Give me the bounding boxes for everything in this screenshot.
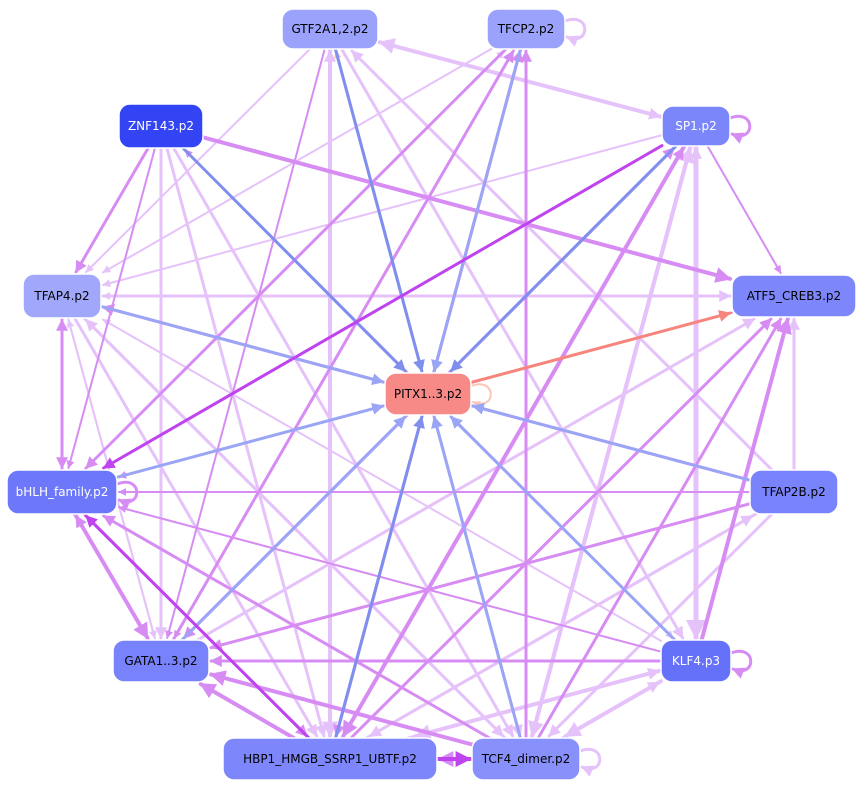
edge-klf4-to-tfap4: [102, 318, 662, 642]
node-label: SP1.p2: [675, 119, 717, 133]
node-pitx1[interactable]: PITX1..3.p2: [384, 372, 472, 416]
node-box: [118, 103, 204, 149]
node-label: ZNF143.p2: [128, 119, 194, 133]
node-atf5[interactable]: ATF5_CREB3.p2: [731, 274, 857, 318]
edge-tcf4-to-atf5: [536, 317, 783, 740]
edge-znf143-to-tcf4: [172, 146, 515, 738]
edge-hbp1-to-sp1: [340, 146, 685, 740]
node-tcf4[interactable]: TCF4_dimer.p2: [471, 737, 581, 781]
edges-layer: [56, 17, 800, 777]
node-box: [660, 639, 732, 683]
edge-pitx1-to-pitx1: [470, 383, 492, 409]
node-tfcp2[interactable]: TFCP2.p2: [486, 8, 566, 50]
node-tfap2b[interactable]: TFAP2B.p2: [749, 469, 839, 515]
node-box: [661, 105, 731, 147]
node-box: [222, 737, 438, 781]
edge-sp1-to-atf5: [706, 145, 782, 274]
edge-znf143-to-pitx1: [181, 146, 407, 373]
node-box: [112, 639, 210, 683]
node-label: GTF2A1,2.p2: [291, 22, 368, 36]
node-box: [22, 273, 102, 319]
edge-sp1-to-sp1: [728, 114, 752, 144]
edge-hbp1-to-klf4: [406, 667, 661, 740]
node-label: HBP1_HMGB_SSRP1_UBTF.p2: [243, 752, 417, 766]
edge-hbp1-to-bhlh: [84, 514, 311, 740]
edge-hbp1-to-gata1: [198, 682, 296, 740]
node-label: GATA1..3.p2: [124, 654, 197, 668]
node-box: [281, 8, 379, 50]
node-gata1[interactable]: GATA1..3.p2: [112, 639, 210, 683]
edge-gata1-to-tfcp2: [171, 49, 515, 642]
node-box: [486, 8, 566, 50]
node-bhlh[interactable]: bHLH_family.p2: [6, 469, 118, 515]
node-klf4[interactable]: KLF4.p3: [660, 639, 732, 683]
edge-klf4-to-pitx1: [449, 415, 677, 642]
edge-gata1-to-pitx1: [180, 415, 407, 642]
node-label: TFAP4.p2: [33, 289, 89, 303]
node-label: TCF4_dimer.p2: [481, 752, 570, 766]
edge-gata1-to-atf5: [195, 317, 756, 642]
node-box: [471, 737, 581, 781]
edge-pitx1-to-atf5: [469, 310, 732, 384]
edge-sp1-to-tfap4: [102, 134, 663, 287]
edge-bhlh-to-pitx1: [115, 403, 385, 479]
node-znf143[interactable]: ZNF143.p2: [118, 103, 204, 149]
edge-tcf4-to-pitx1: [431, 415, 522, 740]
node-label: TFAP2B.p2: [761, 485, 826, 499]
edge-gtf2a1-to-pitx1: [333, 47, 425, 373]
edge-tcf4-to-klf4: [560, 680, 661, 740]
edge-tfap4-to-pitx1: [99, 304, 385, 385]
edge-sp1-to-gtf2a1: [378, 38, 664, 119]
node-box: [731, 274, 857, 318]
edge-tfap2b-to-pitx1: [471, 402, 752, 482]
edge-gtf2a1-to-gata1: [165, 48, 326, 639]
edge-klf4-to-klf4: [729, 649, 753, 679]
edge-tcf4-to-bhlh: [102, 514, 491, 740]
node-label: TFCP2.p2: [497, 22, 555, 36]
edge-sp1-to-pitx1: [449, 144, 678, 373]
node-hbp1[interactable]: HBP1_HMGB_SSRP1_UBTF.p2: [222, 737, 438, 781]
edge-znf143-to-atf5: [201, 135, 732, 283]
node-sp1[interactable]: SP1.p2: [661, 105, 731, 147]
edge-tfcp2-to-pitx1: [431, 47, 523, 373]
edge-gata1-to-bhlh: [74, 514, 151, 642]
node-label: ATF5_CREB3.p2: [747, 289, 841, 303]
node-box: [384, 372, 472, 416]
edge-tcf4-to-tcf4: [578, 747, 602, 777]
edge-tcf4-to-gata1: [209, 670, 474, 747]
node-box: [749, 469, 839, 515]
edge-klf4-to-bhlh: [118, 505, 662, 653]
node-label: KLF4.p3: [672, 654, 720, 668]
edge-gtf2a1-to-tfap4: [85, 48, 311, 273]
edge-znf143-to-tfap4: [74, 146, 150, 274]
edge-tfcp2-to-bhlh: [84, 47, 508, 470]
node-tfap4[interactable]: TFAP4.p2: [22, 273, 102, 319]
edge-hbp1-to-pitx1: [334, 415, 425, 740]
edge-gtf2a1-to-klf4: [340, 47, 685, 640]
edge-sp1-to-bhlh: [102, 144, 664, 470]
edge-tfcp2-to-tfcp2: [563, 17, 587, 47]
node-label: bHLH_family.p2: [16, 485, 109, 499]
node-box: [6, 469, 118, 515]
node-label: PITX1..3.p2: [394, 387, 462, 401]
node-gtf2a1[interactable]: GTF2A1,2.p2: [281, 8, 379, 50]
edge-tcf4-to-tfap4: [84, 318, 507, 740]
